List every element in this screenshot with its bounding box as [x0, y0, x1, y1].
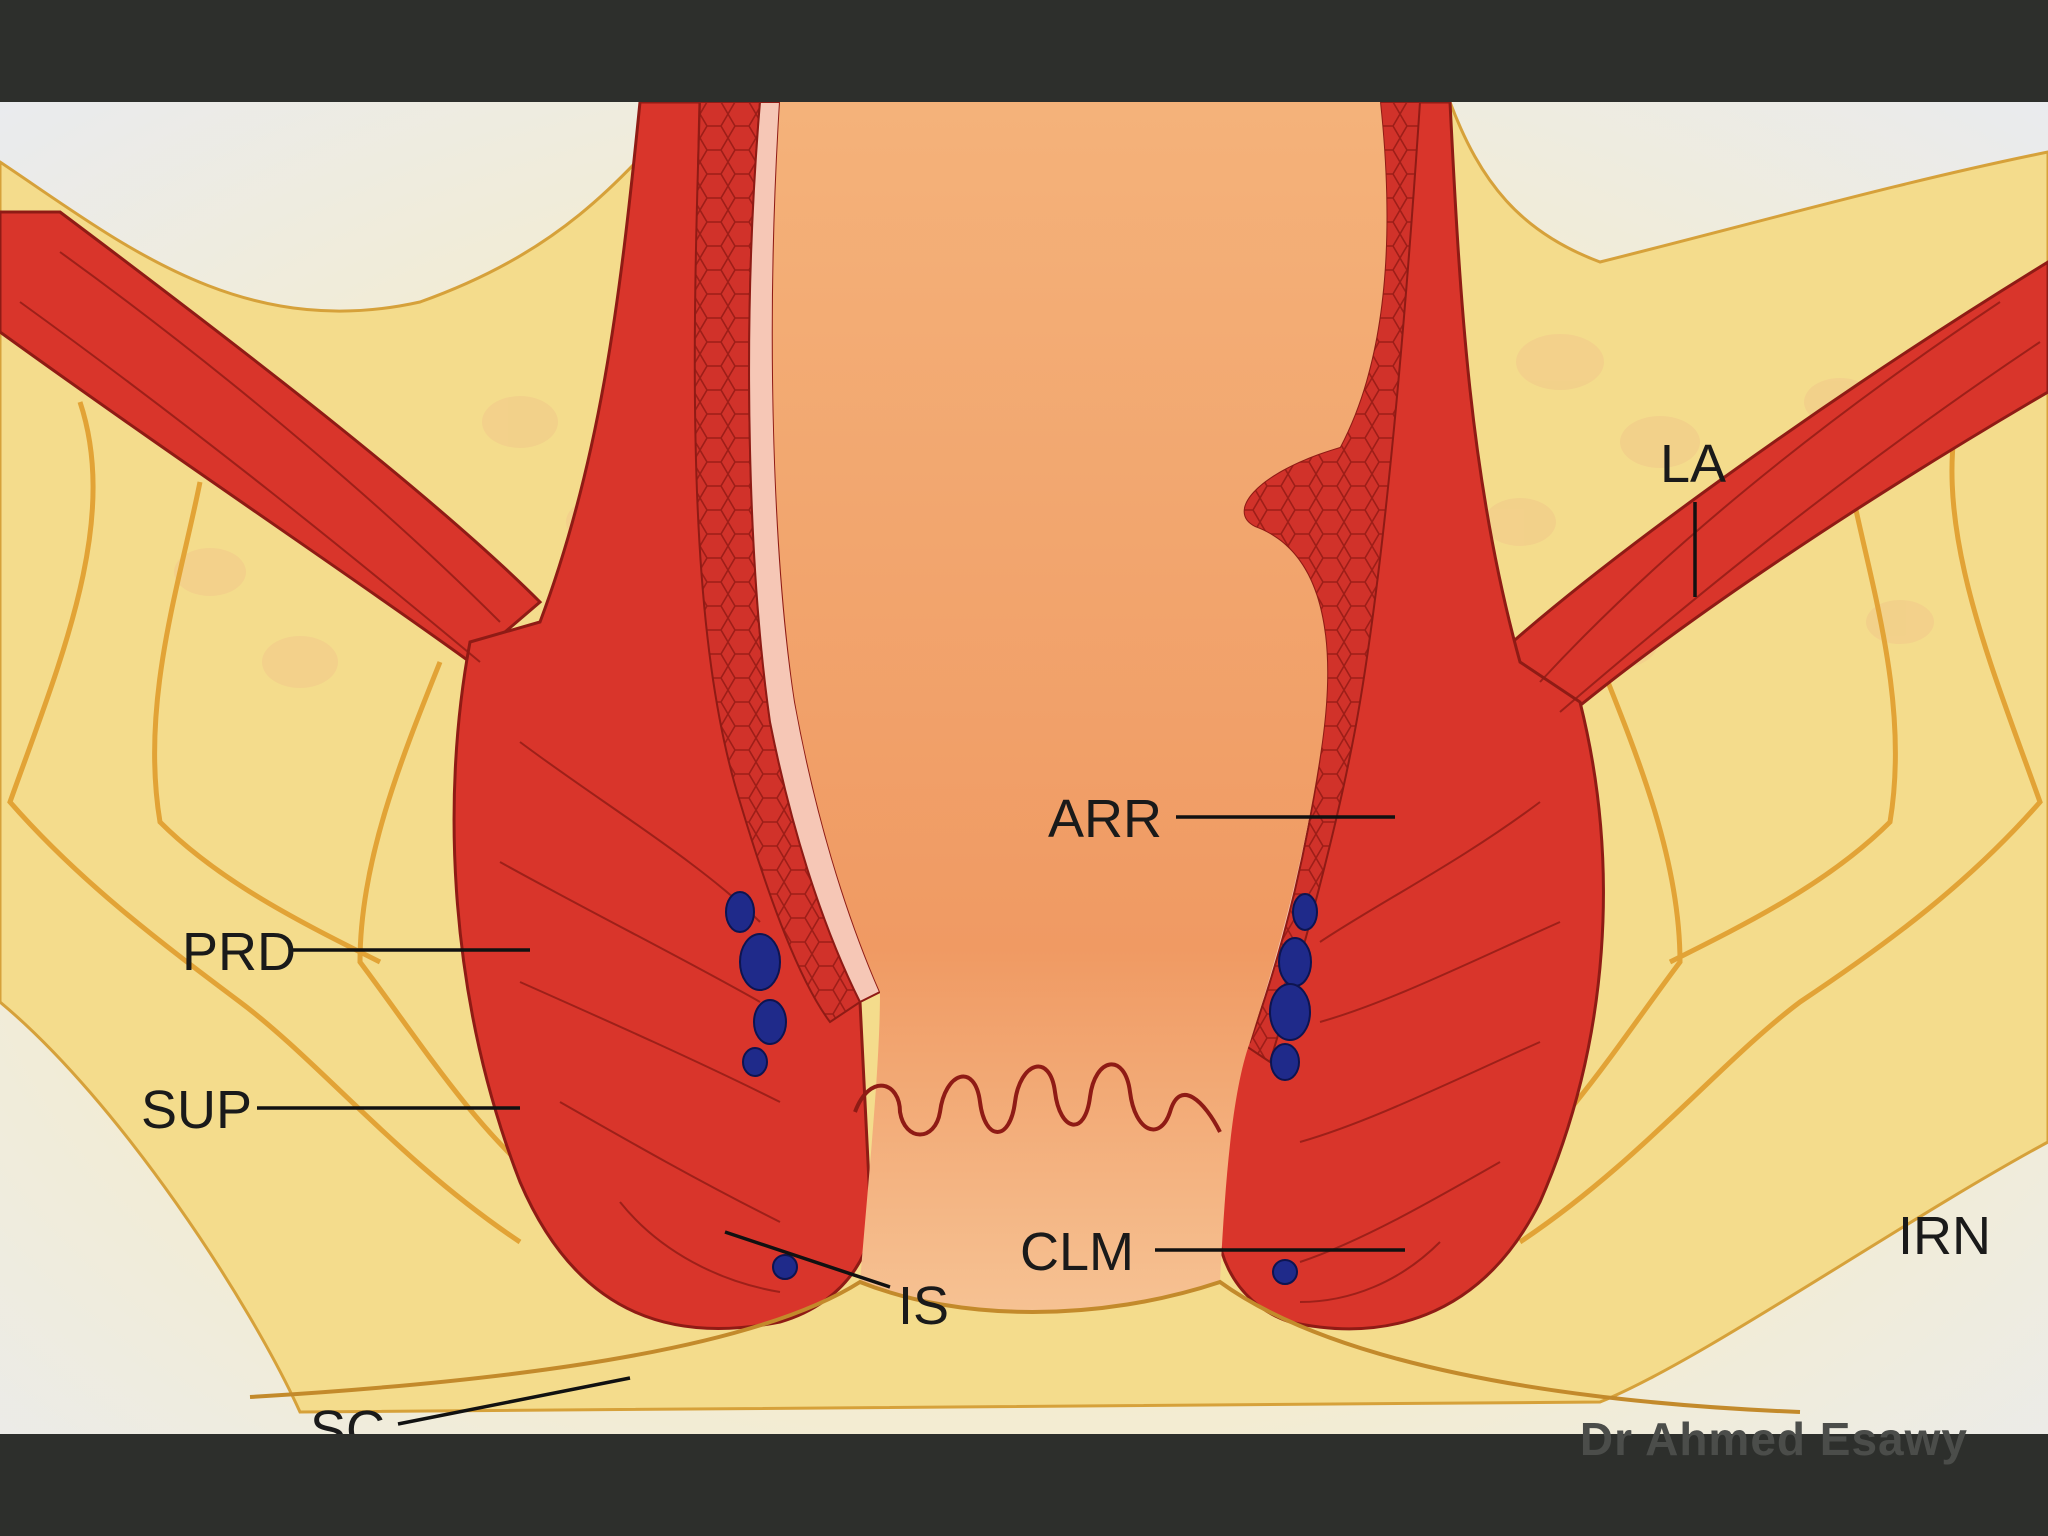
- leader-lines: [257, 502, 1697, 1426]
- author-credit: Dr Ahmed Esawy: [1579, 1413, 1968, 1465]
- label-arr: ARR: [1048, 789, 1162, 849]
- label-irn: IRN: [1898, 1206, 1991, 1266]
- label-la: LA: [1660, 434, 1726, 494]
- diagram-panel: LA ARR PRD SUP IS CLM IRN SC: [0, 102, 2048, 1434]
- label-sup: SUP: [141, 1080, 252, 1140]
- label-prd: PRD: [182, 922, 296, 982]
- label-sc: SC: [310, 1400, 385, 1434]
- levator-ani-left: [0, 210, 543, 664]
- label-clm: CLM: [1020, 1222, 1134, 1282]
- dentate-line: [853, 1062, 1222, 1137]
- label-is: IS: [898, 1276, 949, 1336]
- anorectal-lumen: [772, 102, 1387, 1312]
- muscle-striations: [19, 251, 2041, 1303]
- skin-boundary: [249, 1279, 1801, 1414]
- anorectal-diagram: LA ARR PRD SUP IS CLM IRN SC: [0, 102, 2048, 1434]
- venous-plexus: [725, 891, 1318, 1285]
